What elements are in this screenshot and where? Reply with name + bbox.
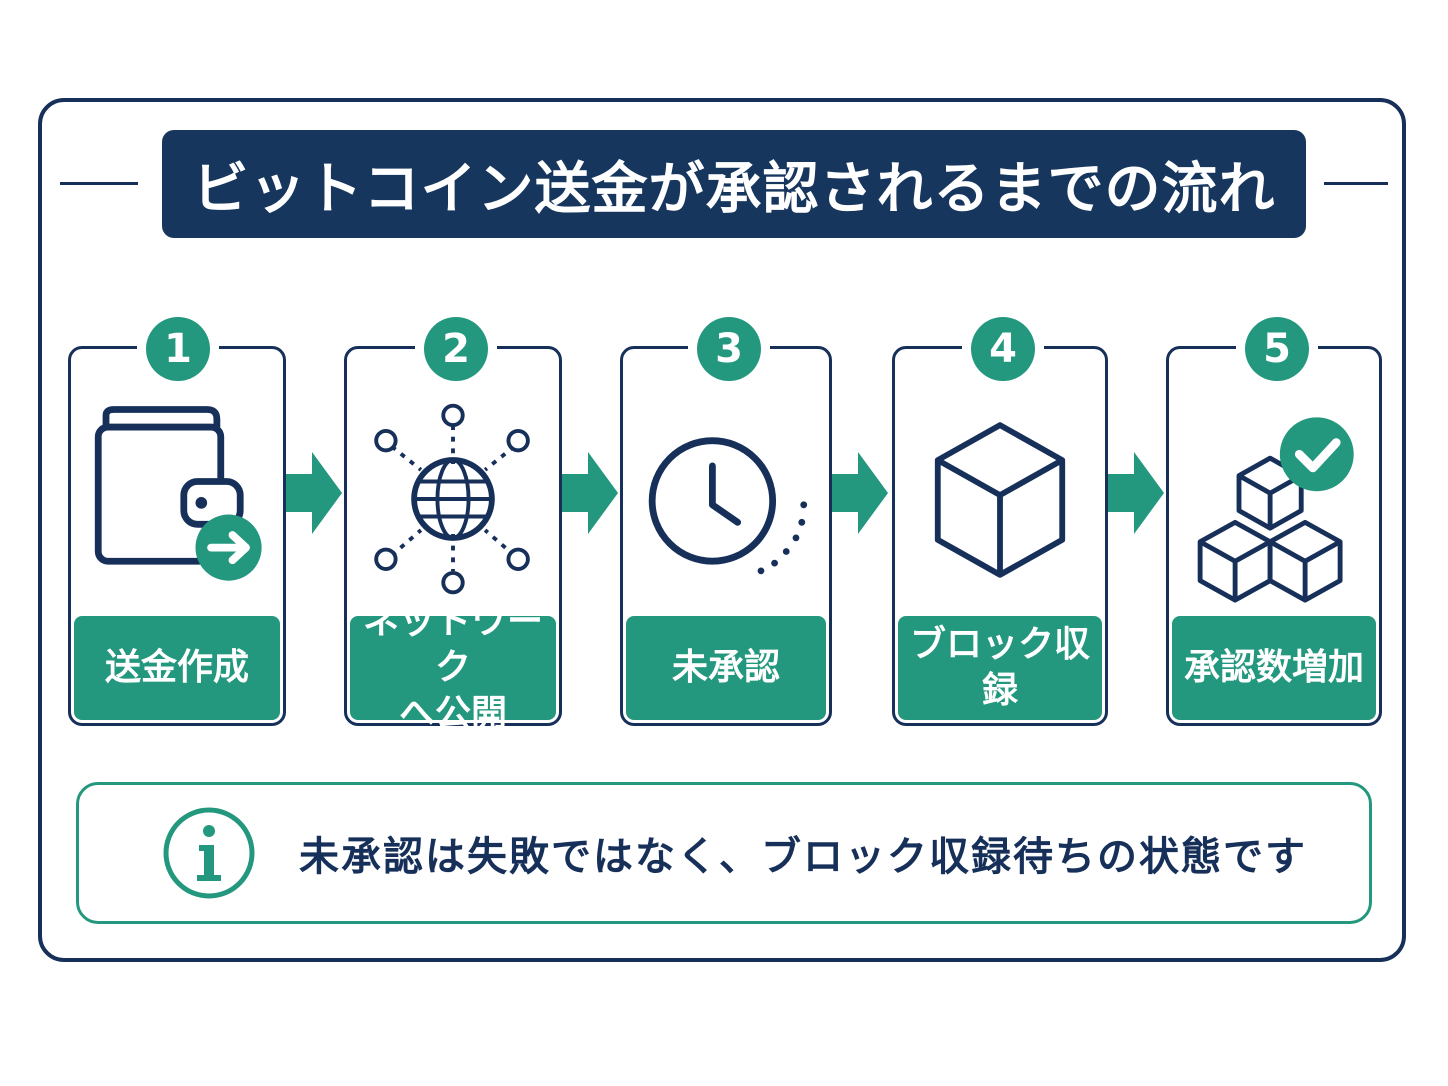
- step-badge-2: 2: [415, 317, 497, 381]
- step-label-5: 承認数増加: [1172, 616, 1376, 720]
- arrow-icon-2: [562, 452, 618, 534]
- step-number-4: 4: [971, 317, 1035, 381]
- title-rule-left: [60, 182, 138, 185]
- step-card-4: 4 ブロック収録: [892, 317, 1108, 726]
- note-text: 未承認は失敗ではなく、ブロック収録待ちの状態です: [299, 834, 1307, 880]
- wallet-send-icon: [94, 406, 262, 581]
- step-label-4: ブロック収録: [898, 616, 1102, 720]
- step-badge-5: 5: [1236, 317, 1318, 381]
- step-card-1: 1 送金作成: [68, 317, 286, 726]
- title-banner: ビットコイン送金が承認されるまでの流れ: [162, 130, 1306, 238]
- step-number-5: 5: [1245, 317, 1309, 381]
- step-card-3: 3 未承認: [620, 317, 832, 726]
- block-cube-icon: [934, 422, 1066, 578]
- info-icon: [163, 807, 255, 899]
- arrow-icon-4: [1108, 452, 1164, 534]
- blocks-check-icon: [1197, 417, 1354, 603]
- step-number-1: 1: [146, 317, 210, 381]
- step-label-2: ネットワーク へ公開: [350, 601, 556, 734]
- step-badge-3: 3: [688, 317, 770, 381]
- arrow-icon-1: [286, 452, 342, 534]
- step-label-1: 送金作成: [74, 616, 280, 720]
- title-rule-right: [1324, 182, 1388, 185]
- arrow-icon-3: [832, 452, 888, 534]
- step-card-2: 2 ネットワーク へ公開: [344, 317, 562, 734]
- step-number-3: 3: [697, 317, 761, 381]
- note-box: 未承認は失敗ではなく、ブロック収録待ちの状態です: [76, 782, 1372, 924]
- step-badge-1: 1: [137, 317, 219, 381]
- network-globe-icon: [374, 403, 530, 595]
- step-label-3: 未承認: [626, 616, 826, 720]
- page-title: ビットコイン送金が承認されるまでの流れ: [192, 156, 1276, 222]
- step-card-5: 5 承認数増加: [1166, 317, 1382, 726]
- clock-pending-icon: [648, 437, 808, 575]
- step-number-2: 2: [424, 317, 488, 381]
- step-badge-4: 4: [962, 317, 1044, 381]
